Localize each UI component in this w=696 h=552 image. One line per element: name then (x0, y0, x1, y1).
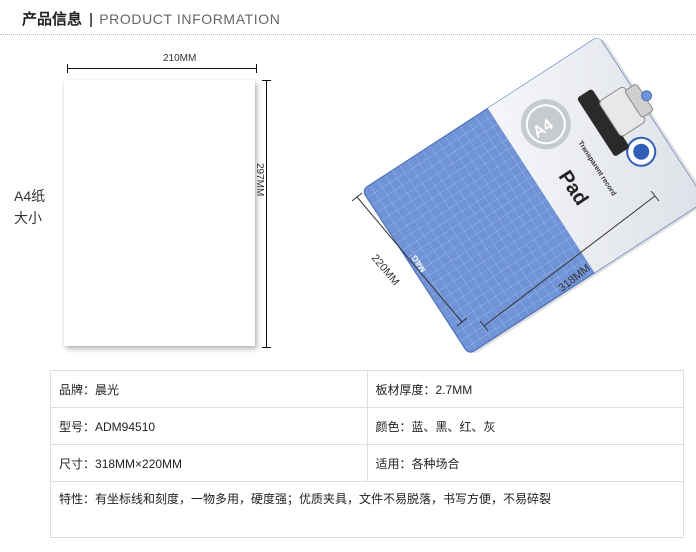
model-label: 型号： (59, 419, 96, 434)
clipboard-width-label: 220MM (369, 252, 402, 288)
table-row: 型号：ADM94510 颜色：蓝、黑、红、灰 (50, 407, 684, 445)
clipboard-board: M&G A4 Pad Transparent record (363, 38, 696, 353)
thickness-value: 2.7MM (435, 382, 473, 397)
section-title-en: PRODUCT INFORMATION (99, 11, 281, 27)
spec-size-cell: 尺寸：318MM×220MM (50, 444, 368, 482)
brand-value: 晨光 (95, 382, 120, 397)
a4-caption-line-1: A4纸 (14, 188, 46, 204)
feature-label: 特性： (59, 492, 96, 506)
product-spec-table: 品牌：晨光 板材厚度：2.7MM 型号：ADM94510 颜色：蓝、黑、红、灰 … (50, 370, 684, 538)
spec-color-cell: 颜色：蓝、黑、红、灰 (366, 407, 684, 445)
usage-label: 适用： (375, 456, 412, 471)
a4-size-caption: A4纸 大小 (14, 185, 64, 229)
spec-thickness-cell: 板材厚度：2.7MM (366, 370, 684, 408)
paper-width-label: 210MM (163, 53, 197, 64)
brand-label: 品牌： (59, 382, 96, 397)
section-title-cn: 产品信息 (22, 11, 83, 28)
spec-brand-cell: 品牌：晨光 (50, 370, 368, 408)
paper-width-dimension-line (67, 64, 257, 73)
table-row: 特性：有坐标线和刻度，一物多用，硬度强；优质夹具，文件不易脱落，书写方便，不易碎… (50, 481, 684, 538)
table-row: 品牌：晨光 板材厚度：2.7MM (50, 370, 684, 408)
size-value: 318MM×220MM (95, 456, 183, 471)
size-label: 尺寸： (59, 456, 96, 471)
clipboard-insert-panel (487, 38, 696, 273)
spec-usage-cell: 适用：各种场合 (366, 444, 684, 482)
title-separator: | (89, 11, 94, 28)
header-divider (0, 34, 696, 35)
model-value: ADM94510 (95, 419, 156, 434)
table-row: 尺寸：318MM×220MM 适用：各种场合 (50, 444, 684, 482)
feature-value: 有坐标线和刻度，一物多用，硬度强；优质夹具，文件不易脱落，书写方便，不易碎裂 (95, 492, 552, 506)
section-header: 产品信息 | PRODUCT INFORMATION (22, 8, 280, 28)
a4-paper-sheet (64, 80, 255, 346)
clipboard-length-dimension (479, 190, 660, 332)
color-value: 蓝、黑、红、灰 (411, 419, 496, 434)
a4-caption-line-2: 大小 (14, 210, 42, 226)
spec-model-cell: 型号：ADM94510 (50, 407, 368, 445)
thickness-label: 板材厚度： (375, 382, 436, 397)
paper-height-dimension-line (262, 80, 271, 348)
spec-feature-cell: 特性：有坐标线和刻度，一物多用，硬度强；优质夹具，文件不易脱落，书写方便，不易碎… (50, 481, 684, 538)
a4-badge-icon (520, 99, 571, 150)
clipboard-width-dimension (351, 192, 468, 327)
usage-value: 各种场合 (411, 456, 460, 471)
color-label: 颜色： (375, 419, 412, 434)
